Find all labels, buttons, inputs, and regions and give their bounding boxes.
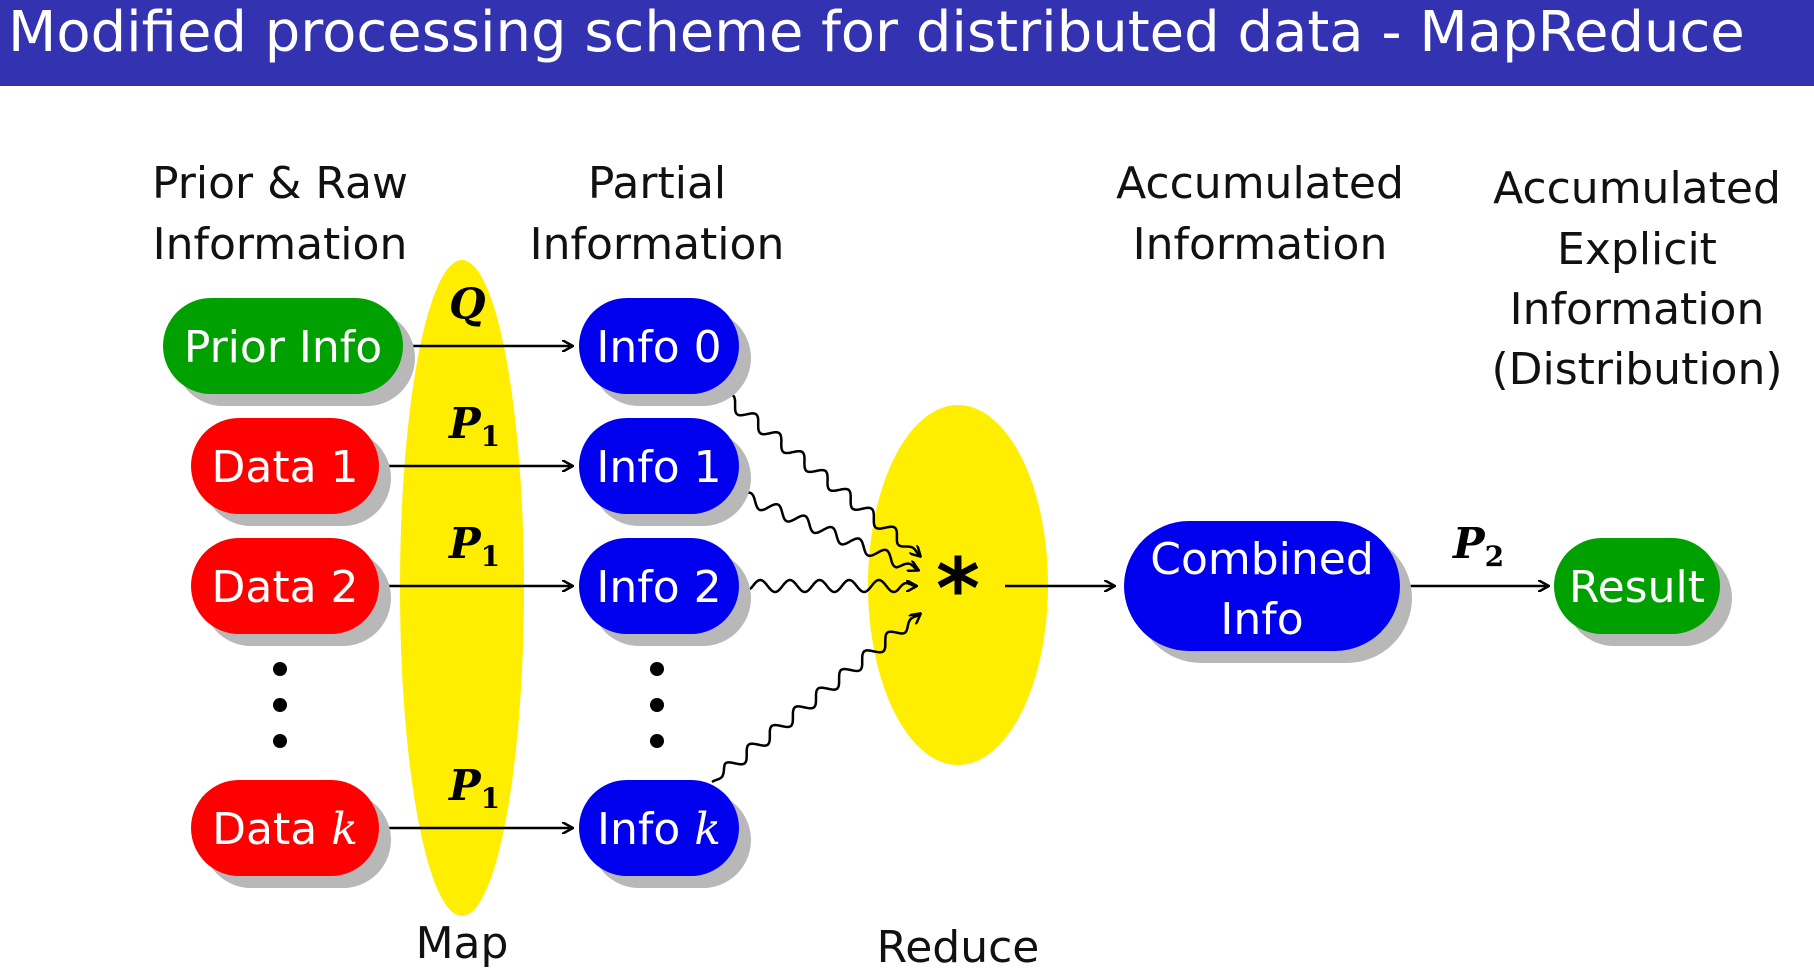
header-accumulated-line2: Information	[1133, 219, 1388, 270]
node-combined-line2: Info	[1220, 594, 1303, 645]
node-result-label: Result	[1569, 562, 1705, 613]
header-partial-line2: Information	[530, 219, 785, 270]
reduce-ellipse	[868, 405, 1048, 765]
node-prior-info: Prior Info	[163, 298, 415, 406]
node-info-k: Info k	[579, 780, 751, 888]
node-data-2: Data 2	[191, 538, 391, 646]
node-prior-info-label: Prior Info	[184, 322, 382, 373]
node-info-2: Info 2	[579, 538, 751, 646]
label-reduce: Reduce	[877, 922, 1040, 973]
title-bar: Modified processing scheme for distribut…	[0, 0, 1814, 86]
node-data-2-label: Data 2	[211, 562, 358, 613]
node-info-k-label: Info k	[597, 804, 721, 855]
label-map: Map	[416, 918, 509, 969]
map-ellipse	[400, 260, 524, 916]
label-p1-rowk: P1	[448, 761, 500, 815]
node-data-1: Data 1	[191, 418, 391, 526]
header-explicit-line1: Accumulated	[1493, 163, 1781, 214]
node-info-0-label: Info 0	[596, 322, 721, 373]
label-p1-row1: P1	[448, 399, 500, 453]
node-result: Result	[1554, 538, 1732, 646]
slide-title: Modified processing scheme for distribut…	[8, 0, 1745, 65]
header-prior-raw-line1: Prior & Raw	[152, 158, 408, 209]
combine-symbol: *	[936, 540, 980, 638]
header-prior-raw-line2: Information	[153, 219, 408, 270]
node-info-0: Info 0	[579, 298, 751, 406]
header-explicit-line3: Information	[1510, 284, 1765, 335]
header-explicit-line4: (Distribution)	[1491, 344, 1782, 395]
node-info-2-label: Info 2	[596, 562, 721, 613]
node-data-k: Data k	[191, 780, 391, 888]
header-partial-line1: Partial	[588, 158, 726, 209]
partial-ellipsis	[650, 662, 664, 748]
node-data-k-label: Data k	[212, 804, 358, 855]
node-info-1: Info 1	[579, 418, 751, 526]
input-ellipsis	[273, 662, 287, 748]
header-accumulated-line1: Accumulated	[1116, 158, 1404, 209]
label-q: Q	[449, 279, 486, 328]
node-data-1-label: Data 1	[211, 442, 358, 493]
wavy-arrow-info1	[727, 488, 918, 570]
wavy-arrow-info2	[738, 578, 916, 594]
label-p2: P2	[1452, 519, 1504, 573]
node-combined-info: Combined Info	[1124, 521, 1412, 663]
label-p1-row2: P1	[448, 519, 500, 573]
wavy-arrow-info0	[711, 385, 920, 556]
wavy-arrow-infok	[711, 614, 920, 784]
node-info-1-label: Info 1	[596, 442, 721, 493]
node-combined-line1: Combined	[1150, 534, 1374, 585]
header-explicit-line2: Explicit	[1557, 224, 1717, 275]
